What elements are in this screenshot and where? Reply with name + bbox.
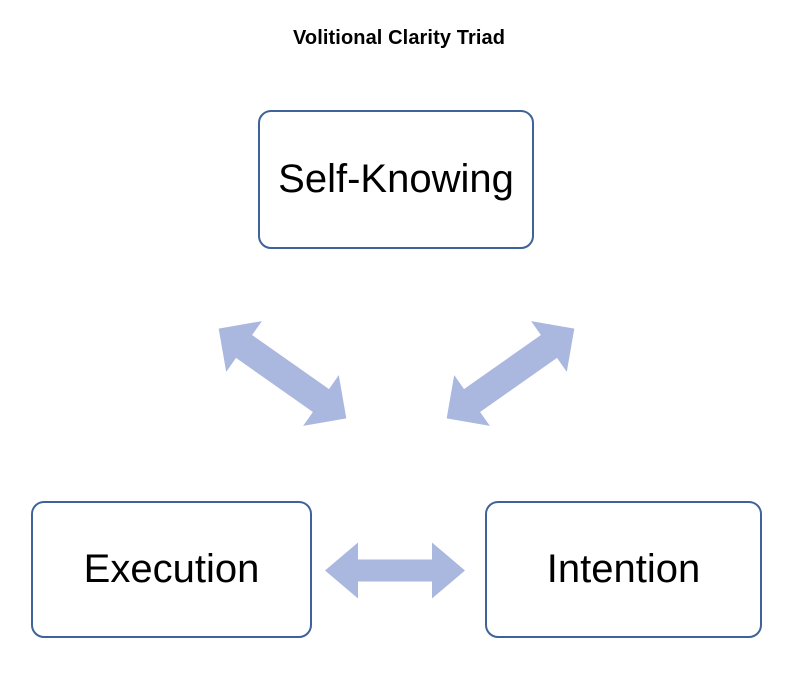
connector-execution-intention[interactable]: [325, 542, 465, 599]
node-self-knowing[interactable]: Self-Knowing: [258, 110, 534, 249]
connector-self-knowing-intention[interactable]: [429, 303, 592, 443]
node-intention-label: Intention: [546, 546, 701, 591]
node-self-knowing-label: Self-Knowing: [278, 156, 514, 201]
diagram-title: Volitional Clarity Triad: [292, 27, 506, 49]
node-execution[interactable]: Execution: [31, 501, 312, 638]
node-intention[interactable]: Intention: [485, 501, 762, 638]
connector-self-knowing-execution[interactable]: [201, 303, 364, 443]
node-execution-label: Execution: [83, 546, 260, 591]
